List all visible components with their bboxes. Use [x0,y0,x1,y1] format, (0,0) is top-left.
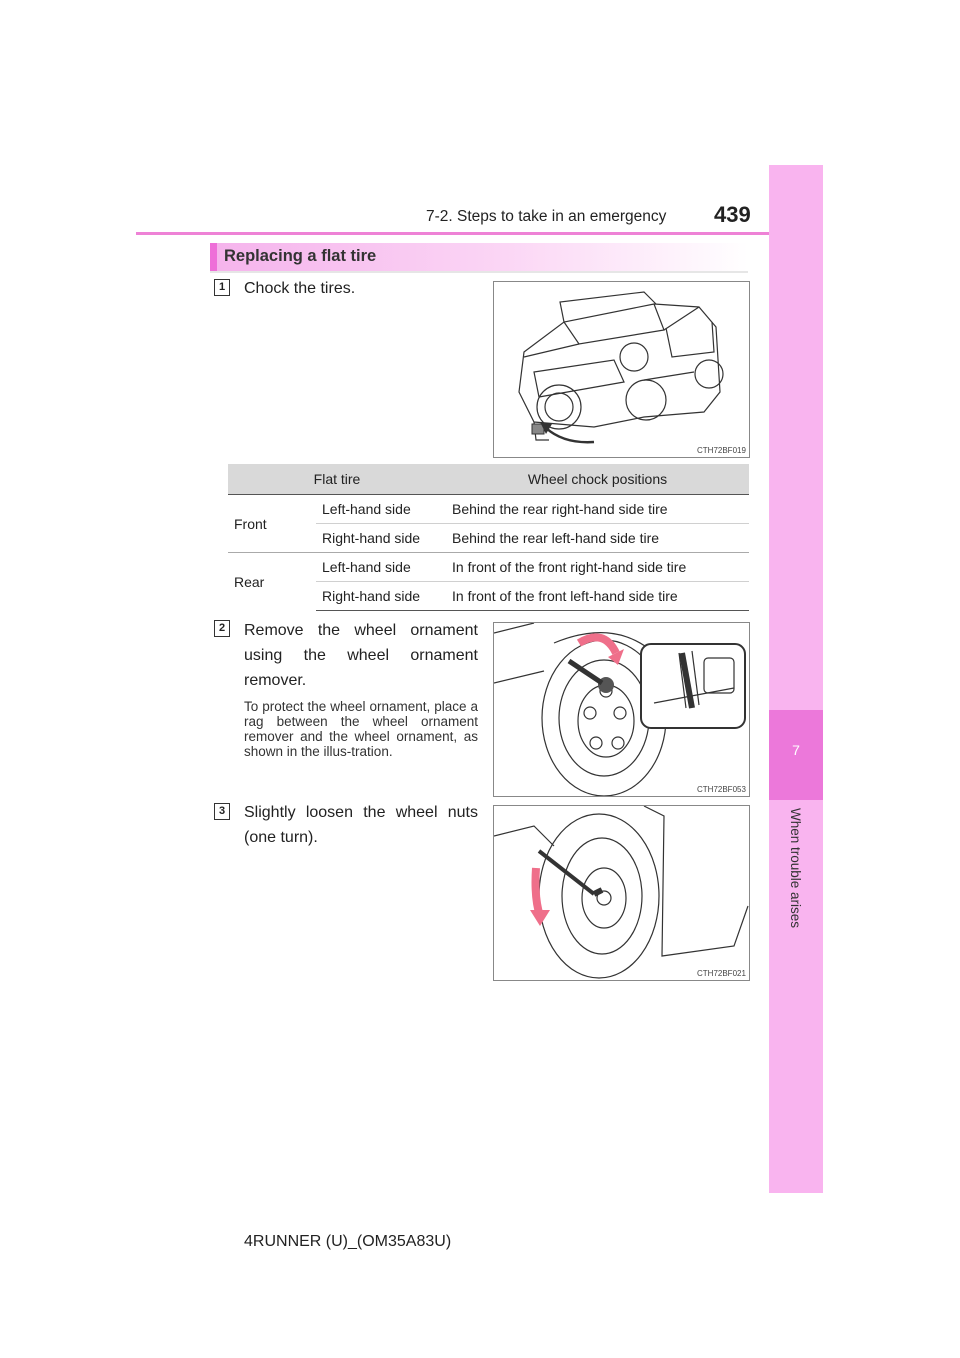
figure-code: CTH72BF053 [697,785,746,794]
footer-model-code: 4RUNNER (U)_(OM35A83U) [244,1233,452,1250]
wheel-ornament-icon [494,623,746,796]
step-3-text: Slightly loosen the wheel nuts (one turn… [244,804,478,846]
position-cell: Behind the rear left-hand side tire [446,523,749,553]
side-tab [769,165,823,1193]
ornament-removal-illustration: CTH72BF053 [493,622,750,797]
loosen-nuts-illustration: CTH72BF021 [493,805,750,981]
figure-code: CTH72BF019 [697,446,746,455]
col-header-chock-positions: Wheel chock positions [446,464,749,495]
col-header-flat-tire: Flat tire [228,464,446,495]
step-2-note: To protect the wheel ornament, place a r… [244,699,478,759]
side-cell: Right-hand side [316,581,446,611]
chapter-number: 7 [792,742,800,758]
table-row: Right-hand side In front of the front le… [228,581,749,611]
step-1-text: Chock the tires. [244,280,356,297]
page-number: 439 [714,202,751,227]
heading-title: Replacing a flat tire [224,247,377,265]
step-2-badge: 2 [214,620,230,637]
section-title: 7-2. Steps to take in an emergency [426,208,667,225]
lug-wrench-icon [494,806,749,979]
step-3-badge: 3 [214,803,230,820]
heading-underline [210,271,748,273]
step-2-text: Remove the wheel ornament using the whee… [244,622,478,689]
position-cell: In front of the front left-hand side tir… [446,581,749,611]
side-cell: Left-hand side [316,552,446,582]
side-cell: Left-hand side [316,494,446,524]
side-cell: Right-hand side [316,523,446,553]
table-row: Rear Left-hand side In front of the fron… [228,552,749,611]
group-cell-front: Front [228,494,316,553]
chapter-title: When trouble arises [788,808,803,929]
figure-code: CTH72BF021 [697,969,746,978]
step-1-badge: 1 [214,279,230,296]
heading-bar [210,243,748,271]
position-cell: Behind the rear right-hand side tire [446,494,749,524]
suv-icon [518,291,724,444]
header-rule [136,232,822,235]
position-cell: In front of the front right-hand side ti… [446,552,749,582]
group-cell-rear: Rear [228,552,316,611]
heading-accent [210,243,217,271]
chapter-tab [769,710,823,800]
vehicle-chock-illustration: CTH72BF019 [493,281,750,458]
table-row: Front Left-hand side Behind the rear rig… [228,494,749,553]
wheel-chock-table: Flat tire Wheel chock positions Front Le… [228,464,749,611]
table-row: Right-hand side Behind the rear left-han… [228,523,749,553]
